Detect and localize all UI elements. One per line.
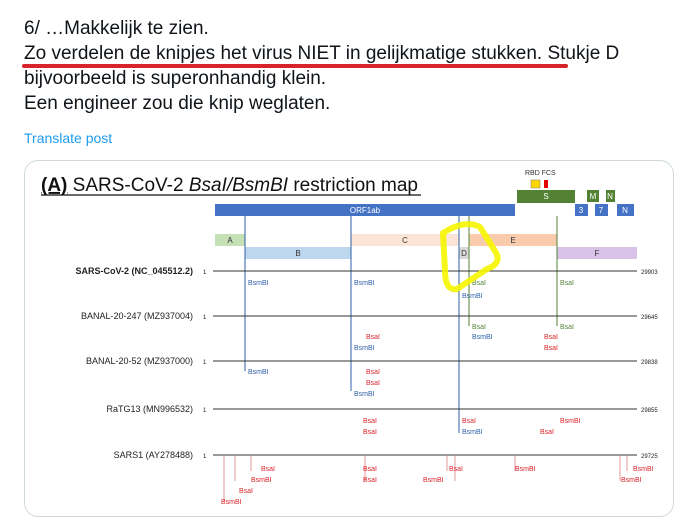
post-line-3: bijvoorbeeld is superonhandig klein. xyxy=(24,68,327,89)
site-r5-bsmbi-1: BsmBI xyxy=(251,477,272,484)
fcs-marker xyxy=(544,180,548,188)
genome-end-1: 29903 xyxy=(641,270,658,276)
fragment-c-label: C xyxy=(402,236,408,245)
post-line-2: Zo verdelen de knipjes het virus NIET in… xyxy=(24,41,674,66)
figure-title: (A) SARS-CoV-2 BsaI/BsmBI restriction ma… xyxy=(41,175,418,196)
post-line-1: 6/ …Makkelijk te zien. xyxy=(24,18,209,39)
site-r5-bsmbi-4: BsmBI xyxy=(515,466,536,473)
fragment-b-label: B xyxy=(295,249,300,258)
gene-m-label: M xyxy=(590,192,597,201)
fragment-a-label: A xyxy=(227,236,233,245)
site-r2-bsmbi-1: BsmBI xyxy=(472,334,493,341)
genome-start-3: 1 xyxy=(203,360,207,366)
translate-post-link[interactable]: Translate post xyxy=(24,130,113,146)
gene-orf3-label: 3 xyxy=(579,206,584,215)
genome-end-3: 29838 xyxy=(641,360,658,366)
site-r3-bsmbi-1: BsmBI xyxy=(248,369,269,376)
genome-start-2: 1 xyxy=(203,315,207,321)
gene-n-label: N xyxy=(622,206,628,215)
fragment-e-label: E xyxy=(510,236,515,245)
fragment-f xyxy=(557,247,637,259)
red-underline-annotation xyxy=(22,64,568,68)
genome-name-1: SARS-CoV-2 (NC_045512.2) xyxy=(75,266,193,276)
site-r1-bsmbi-2: BsmBI xyxy=(354,280,375,287)
site-r5-bsmbi-2: BsmBI xyxy=(221,499,242,506)
site-r4-bsmbi-1: BsmBI xyxy=(462,429,483,436)
genome-name-3: BANAL-20-52 (MZ937000) xyxy=(86,356,193,366)
post-image[interactable]: (A) SARS-CoV-2 BsaI/BsmBI restriction ma… xyxy=(24,160,674,517)
gene-n-small xyxy=(606,190,615,202)
restriction-map-figure: (A) SARS-CoV-2 BsaI/BsmBI restriction ma… xyxy=(41,170,658,506)
genome-end-4: 29855 xyxy=(641,408,658,414)
fragment-b xyxy=(245,247,351,259)
site-r3-bsai-1: BsaI xyxy=(366,369,380,376)
gene-orf1ab-label: ORF1ab xyxy=(350,206,381,215)
gene-s xyxy=(517,190,575,203)
site-r5-bsmbi-5: BsmBI xyxy=(633,466,654,473)
gene-orf7 xyxy=(595,204,608,216)
fragment-d-label: D xyxy=(461,249,467,258)
post-line-2-rest: Stukje D xyxy=(542,43,620,64)
rbd-fcs-label: RBD FCS xyxy=(525,170,556,177)
genome-start-1: 1 xyxy=(203,270,207,276)
fragment-c xyxy=(351,234,459,246)
site-r2-bsai-5: BsaI xyxy=(544,345,558,352)
gene-n xyxy=(617,204,634,216)
post-line-4: Een engineer zou die knip weglaten. xyxy=(24,93,331,114)
site-r3-bsai-2: BsaI xyxy=(366,380,380,387)
site-r5-bsai-4: BsaI xyxy=(363,477,377,484)
site-r2-bsai-1: BsaI xyxy=(472,324,486,331)
fragment-d xyxy=(459,247,469,259)
site-r4-bsai-2: BsaI xyxy=(363,429,377,436)
site-r5-bsai-2: BsaI xyxy=(239,488,253,495)
gene-m xyxy=(587,190,599,202)
gene-orf3 xyxy=(575,204,588,216)
site-r5-bsai-1: BsaI xyxy=(261,466,275,473)
site-r1-bsai-1: BsaI xyxy=(472,280,486,287)
post-text: 6/ …Makkelijk te zien. Zo verdelen de kn… xyxy=(24,16,674,116)
gene-s-label: S xyxy=(543,192,548,201)
fragment-a xyxy=(215,234,245,246)
rbd-marker xyxy=(530,179,541,189)
site-r1-bsmbi-3: BsmBI xyxy=(462,293,483,300)
genome-name-4: RaTG13 (MN996532) xyxy=(106,404,193,414)
site-r5-bsmbi-6: BsmBI xyxy=(621,477,642,484)
genome-end-5: 29725 xyxy=(641,454,658,460)
gene-orf7-label: 7 xyxy=(599,206,604,215)
site-r5-bsai-5: BsaI xyxy=(449,466,463,473)
genome-end-2: 29645 xyxy=(641,315,658,321)
genome-name-5: SARS1 (AY278488) xyxy=(114,450,193,460)
site-r5-bsmbi-3: BsmBI xyxy=(423,477,444,484)
site-r2-bsmbi-2: BsmBI xyxy=(354,345,375,352)
yellow-highlight-annotation xyxy=(440,221,501,293)
site-r2-bsai-2: BsaI xyxy=(560,324,574,331)
site-r4-bsmbi-2: BsmBI xyxy=(560,418,581,425)
genome-name-2: BANAL-20-247 (MZ937004) xyxy=(81,311,193,321)
genome-start-5: 1 xyxy=(203,454,207,460)
gene-orf1ab xyxy=(215,204,515,216)
site-r4-bsai-1: BsaI xyxy=(363,418,377,425)
genome-start-4: 1 xyxy=(203,408,207,414)
gene-n-small-label: N xyxy=(607,192,613,201)
fragment-f-label: F xyxy=(595,249,600,258)
site-r4-bsai-3: BsaI xyxy=(462,418,476,425)
site-r1-bsmbi-1: BsmBI xyxy=(248,280,269,287)
site-r3-bsmbi-2: BsmBI xyxy=(354,391,375,398)
site-r2-bsai-3: BsaI xyxy=(366,334,380,341)
site-r4-bsai-4: BsaI xyxy=(540,429,554,436)
site-r5-bsai-3: BsaI xyxy=(363,466,377,473)
post-underlined-text: Zo verdelen de knipjes het virus NIET in… xyxy=(24,43,543,64)
site-r2-bsai-4: BsaI xyxy=(544,334,558,341)
site-r1-bsai-2: BsaI xyxy=(560,280,574,287)
